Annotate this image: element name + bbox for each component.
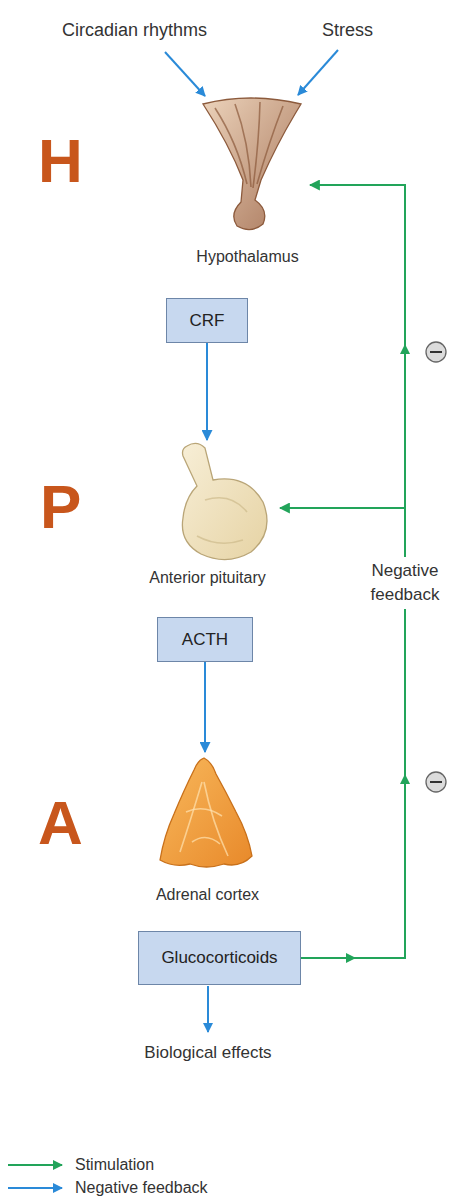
input-label: Stress <box>322 20 373 42</box>
organ-detail <box>204 782 228 856</box>
organ-illustration <box>185 92 310 247</box>
organ-detail <box>215 108 247 184</box>
legend-sample <box>8 1164 62 1166</box>
organ-detail <box>192 837 220 844</box>
hormone-box: ACTH <box>157 617 253 662</box>
effect-arrow <box>207 986 209 1032</box>
organ-illustration <box>135 440 280 568</box>
organ-detail <box>257 106 283 184</box>
hormone-box: Glucocorticoids <box>138 931 301 985</box>
organ-label: Hypothalamus <box>196 247 298 267</box>
minus-bar <box>430 351 442 353</box>
organ-label: Adrenal cortex <box>156 885 259 905</box>
hormone-name: ACTH <box>182 630 228 650</box>
legend-text: Stimulation <box>75 1156 154 1173</box>
organ-label: Anterior pituitary <box>149 568 266 588</box>
organ-detail <box>186 809 222 816</box>
organ-illustration <box>140 752 275 885</box>
organ-detail <box>205 498 247 512</box>
hormone-name: CRF <box>190 311 225 331</box>
inhibit-circle <box>426 772 446 792</box>
organ-shape <box>203 98 301 230</box>
feedback-label: Negative feedback <box>361 557 449 609</box>
organ-node: Anterior pituitary <box>135 440 280 590</box>
legend-entry: Negative feedback <box>75 1178 208 1198</box>
organ-detail <box>197 536 243 543</box>
axis-letter: P <box>40 476 81 538</box>
organ-node: Adrenal cortex <box>140 752 275 908</box>
effect-label: Biological effects <box>98 1043 318 1063</box>
hormone-name: Glucocorticoids <box>161 948 277 968</box>
secretion-arrow <box>204 662 206 752</box>
inhibit-circle <box>426 342 446 362</box>
hormone-box: CRF <box>166 298 248 343</box>
legend-text: Negative feedback <box>75 1179 208 1196</box>
organ-node: Hypothalamus <box>185 92 310 270</box>
organ-shape <box>182 443 267 559</box>
inhibit-symbol <box>426 772 446 792</box>
inhibit-symbol <box>426 342 446 362</box>
axis-letter: A <box>38 792 83 854</box>
legend-entry: Stimulation <box>75 1155 154 1175</box>
minus-bar <box>430 781 442 783</box>
axis-letter: H <box>38 130 83 192</box>
legend-sample <box>8 1187 62 1189</box>
organ-detail <box>180 782 202 852</box>
input-arrow <box>298 50 338 95</box>
secretion-arrow <box>206 343 208 440</box>
organ-detail <box>235 104 251 187</box>
input-arrow <box>165 52 205 96</box>
organ-shape <box>160 758 252 867</box>
input-label: Circadian rhythms <box>62 20 207 42</box>
